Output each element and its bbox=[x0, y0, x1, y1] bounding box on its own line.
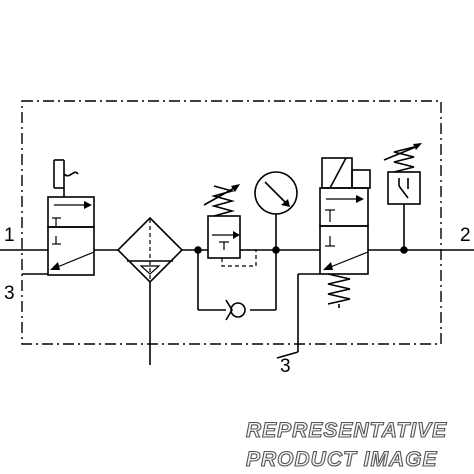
pressure-gauge bbox=[254, 171, 298, 250]
check-valve-ball bbox=[230, 302, 246, 318]
filter-with-drain bbox=[116, 216, 184, 365]
gauge-circle bbox=[254, 171, 298, 215]
watermark: REPRESENTATIVE PRODUCT IMAGE bbox=[245, 418, 447, 471]
valve-right-upper-box bbox=[319, 187, 369, 227]
pressure-switch bbox=[383, 143, 422, 250]
pressure-regulator bbox=[197, 184, 277, 321]
manual-override bbox=[351, 169, 371, 189]
watermark-line-1: REPRESENTATIVE bbox=[246, 419, 447, 442]
valve-left-lower-box bbox=[47, 226, 95, 276]
solenoid-valve-right bbox=[276, 157, 371, 359]
port-label-exhaust-bottom: 3 bbox=[280, 356, 291, 377]
regulator-box bbox=[207, 215, 241, 259]
watermark-line-2: PRODUCT IMAGE bbox=[246, 448, 438, 471]
pressure-switch-box bbox=[387, 171, 421, 205]
valve-left-upper-box bbox=[47, 196, 95, 228]
shutoff-valve-left bbox=[47, 159, 95, 276]
valve-right-lower-box bbox=[319, 225, 369, 275]
port-label-outlet: 2 bbox=[460, 225, 471, 246]
junction-dot bbox=[194, 246, 202, 254]
solenoid-coil bbox=[321, 157, 353, 189]
port-label-inlet: 1 bbox=[4, 225, 15, 246]
assembly-boundary bbox=[21, 100, 442, 345]
port-label-exhaust-left: 3 bbox=[4, 283, 15, 304]
